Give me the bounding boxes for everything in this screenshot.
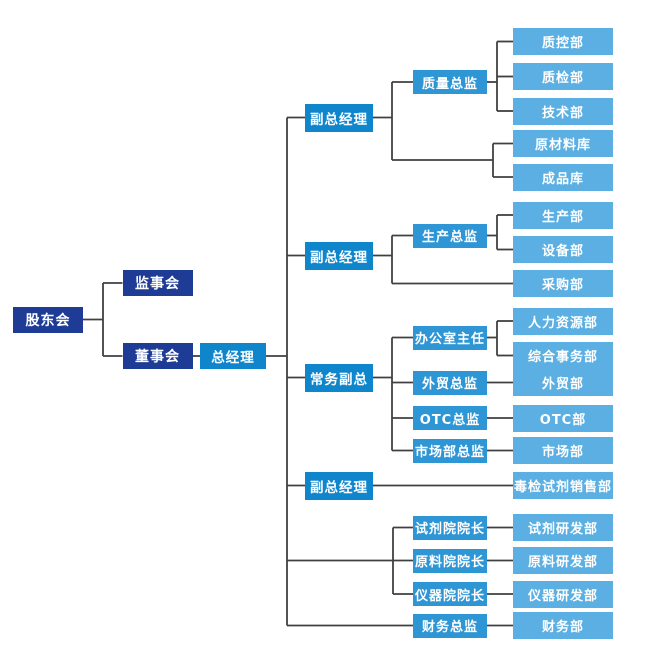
org-node-hr-dept: 人力资源部 xyxy=(513,307,613,335)
org-node-toxin-reagent-sales-dept: 毒检试剂销售部 xyxy=(513,472,613,499)
org-node-marketing-director: 市场部总监 xyxy=(413,438,487,463)
org-node-finance-dept: 财务部 xyxy=(513,612,613,639)
org-node-reagent-rd-dept: 试剂研发部 xyxy=(513,514,613,541)
org-node-technology-dept: 技术部 xyxy=(513,97,613,125)
org-node-inspection-dept: 质检部 xyxy=(513,63,613,90)
org-node-shareholders-meeting: 股东会 xyxy=(13,306,83,333)
org-node-material-institute-dean: 原料院院长 xyxy=(413,548,487,573)
org-node-otc-dept: OTC部 xyxy=(513,404,613,432)
org-node-finished-goods-warehouse: 成品库 xyxy=(513,163,613,191)
org-node-executive-deputy-gm: 常务副总 xyxy=(305,363,373,392)
org-node-foreign-trade-dept: 外贸部 xyxy=(513,369,613,396)
org-node-production-dept: 生产部 xyxy=(513,201,613,229)
org-node-office-chief: 办公室主任 xyxy=(413,325,487,350)
org-node-foreign-trade-director: 外贸总监 xyxy=(413,370,487,395)
org-node-purchasing-dept: 采购部 xyxy=(513,270,613,297)
org-node-deputy-gm-2: 副总经理 xyxy=(305,241,373,270)
org-node-raw-material-warehouse: 原材料库 xyxy=(513,130,613,157)
org-node-material-rd-dept: 原料研发部 xyxy=(513,547,613,574)
org-node-instrument-rd-dept: 仪器研发部 xyxy=(513,580,613,608)
org-node-supervisory-board: 监事会 xyxy=(122,270,193,296)
org-node-reagent-institute-dean: 试剂院院长 xyxy=(413,515,487,540)
org-node-board-of-directors: 董事会 xyxy=(122,343,193,369)
org-node-marketing-dept: 市场部 xyxy=(513,437,613,464)
org-node-general-affairs-dept: 综合事务部 xyxy=(513,342,613,369)
org-node-finance-director: 财务总监 xyxy=(413,613,487,638)
org-node-otc-director: OTC总监 xyxy=(413,406,487,430)
org-node-production-director: 生产总监 xyxy=(413,223,487,248)
org-node-qc-dept: 质控部 xyxy=(513,28,613,55)
org-node-quality-director: 质量总监 xyxy=(413,70,487,94)
org-node-deputy-gm-1: 副总经理 xyxy=(305,103,373,132)
org-node-general-manager: 总经理 xyxy=(200,343,266,369)
org-node-instrument-institute-dean: 仪器院院长 xyxy=(413,582,487,606)
org-node-equipment-dept: 设备部 xyxy=(513,236,613,263)
org-node-deputy-gm-3: 副总经理 xyxy=(305,471,373,500)
